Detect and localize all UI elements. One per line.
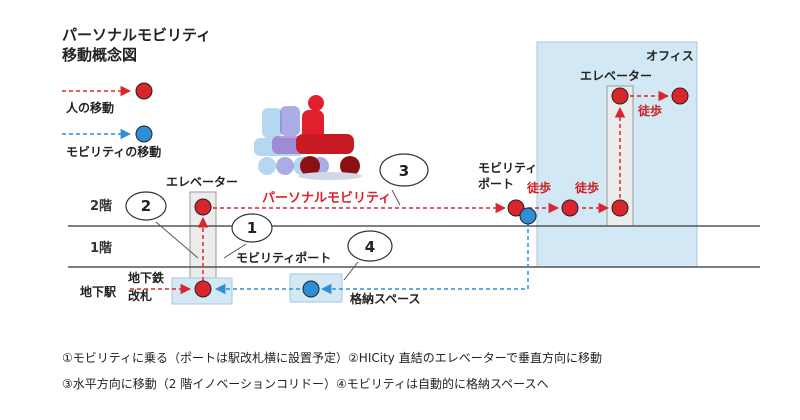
- callout-4-number: 4: [365, 238, 375, 256]
- legend-person-dot: [135, 82, 153, 100]
- subway-label-line2: 改札: [128, 288, 152, 303]
- legend-mobility-dot: [135, 125, 153, 143]
- callout-3: 3: [379, 153, 429, 206]
- callout-2-number: 2: [141, 197, 151, 215]
- legend-person-label: 人の移動: [66, 100, 114, 115]
- personal-mobility-label: パーソナルモビリティ: [262, 190, 391, 206]
- callout-2: 2: [125, 191, 199, 259]
- person-dot-subway-gate: [194, 280, 212, 298]
- mobility-path-return: [320, 222, 529, 295]
- person-dot-office-elevator-bottom: [611, 199, 629, 217]
- caption-line2: ③水平方向に移動（2 階イノベーションコリドー）④モビリティは自動的に格納スペー…: [62, 376, 549, 391]
- legend-mobility-label: モビリティの移動: [66, 144, 161, 159]
- walk-label-3: 徒歩: [637, 103, 662, 118]
- walk-label-2: 徒歩: [574, 180, 599, 195]
- mobility-dot-2f-port: [519, 207, 537, 225]
- person-dot-walk-mid: [561, 199, 579, 217]
- floor-label-1f: 1階: [90, 240, 112, 256]
- callout-4: 4: [343, 230, 393, 281]
- walk-label-1: 徒歩: [526, 180, 551, 195]
- callout-1: 1: [223, 213, 273, 259]
- title-line2: 移動概念図: [62, 46, 137, 64]
- mobility-dot-storage: [302, 280, 320, 298]
- person-dot-office-elevator-top: [611, 87, 629, 105]
- title-line1: パーソナルモビリティ: [62, 26, 211, 44]
- callout-1-number: 1: [247, 219, 257, 237]
- floor-label-basement: 地下駅: [80, 284, 117, 299]
- office-label: オフィス: [646, 49, 694, 63]
- elevator-left-label: エレベーター: [166, 175, 238, 189]
- mobility-port-2f-label-line2: ポート: [478, 176, 514, 191]
- callout-3-number: 3: [399, 162, 409, 180]
- person-dot-2f-port: [507, 199, 525, 217]
- mobility-port-2f-label-line1: モビリティ: [478, 160, 537, 175]
- person-dot-2f-elevator: [194, 198, 212, 216]
- person-dot-office: [671, 87, 689, 105]
- personal-mobility-illustration-icon: [254, 95, 362, 180]
- elevator-office-label: エレベーター: [580, 69, 652, 83]
- mobility-port-1f-label: モビリティポート: [236, 250, 331, 265]
- subway-label-line1: 地下鉄: [128, 270, 164, 285]
- caption-line1: ①モビリティに乗る（ポートは駅改札横に設置予定）②HICity 直結のエレベータ…: [62, 350, 602, 365]
- floor-label-2f: 2階: [90, 198, 112, 214]
- storage-space-label: 格納スペース: [350, 291, 421, 306]
